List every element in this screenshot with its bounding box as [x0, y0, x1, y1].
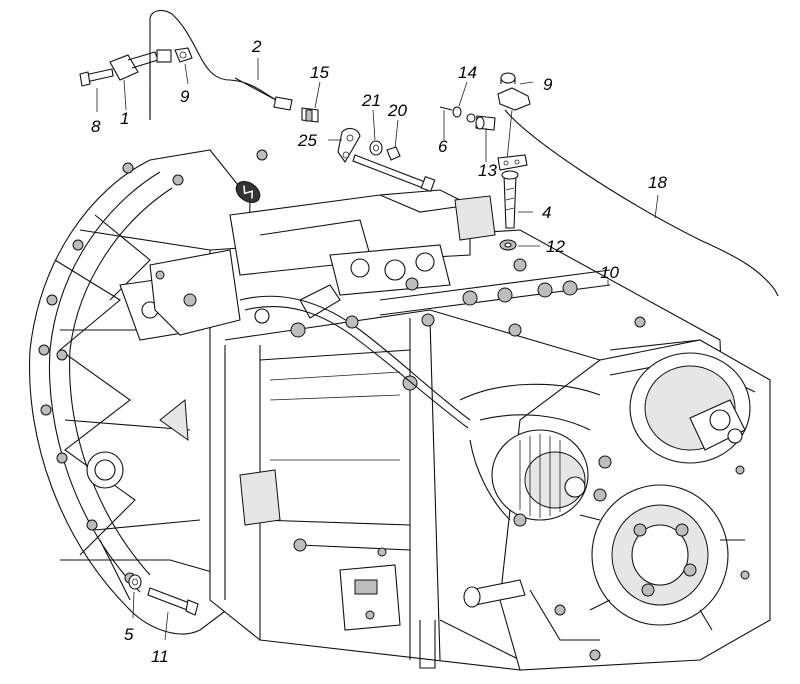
- callout-labels: 2 15 14 9 21 20 25 6 13 18 4 12 10 8 1 9…: [91, 37, 667, 666]
- bracket-bolt: [352, 154, 436, 193]
- clip-block: [149, 49, 172, 118]
- callout-9-left: 9: [180, 87, 190, 106]
- callout-9-right: 9: [543, 75, 553, 94]
- part-9-nut-left: [174, 47, 193, 63]
- callout-21: 21: [361, 91, 381, 110]
- part-20-nut: [386, 146, 401, 161]
- part-25-bracket: [337, 127, 361, 164]
- kamaz-logo-icon: [235, 181, 261, 203]
- callout-25: 25: [297, 131, 317, 150]
- part-5-washer: [128, 574, 142, 590]
- part-2-fitting: [234, 77, 293, 111]
- shift-housing: [149, 189, 646, 429]
- part-4-stud: [501, 170, 519, 229]
- part-15-connector: [301, 107, 319, 123]
- part-14-fitting: [439, 106, 462, 118]
- callout-11: 11: [151, 647, 169, 666]
- callout-14: 14: [458, 63, 477, 82]
- part-11-bolt: [147, 587, 199, 616]
- callout-12: 12: [546, 237, 565, 256]
- callout-10: 10: [600, 263, 619, 282]
- part-clamp: [497, 154, 528, 171]
- callout-8: 8: [91, 117, 101, 136]
- callout-4: 4: [542, 203, 551, 222]
- callout-13: 13: [478, 161, 497, 180]
- part-9-clip-right: [497, 72, 531, 111]
- callout-2: 2: [251, 37, 262, 56]
- part-8-bolt: [79, 68, 114, 87]
- callout-20: 20: [387, 101, 407, 120]
- callout-5: 5: [124, 625, 134, 644]
- part-13-union: [475, 115, 496, 131]
- callout-1: 1: [120, 109, 129, 128]
- gearbox-assembly: [28, 149, 771, 671]
- callout-15: 15: [310, 63, 329, 82]
- part-1-clamp: [109, 51, 159, 81]
- part-18-cable-end: [774, 289, 779, 297]
- part-6-ring: [466, 113, 476, 123]
- part-12-washer: [499, 239, 517, 251]
- leader-clip: [506, 109, 513, 161]
- leader-lines: [96, 58, 659, 641]
- part-21-washer: [369, 140, 383, 156]
- callout-6: 6: [438, 137, 448, 156]
- rear-housing: [459, 339, 771, 671]
- callout-18: 18: [648, 173, 667, 192]
- part-18-cable: [149, 9, 776, 291]
